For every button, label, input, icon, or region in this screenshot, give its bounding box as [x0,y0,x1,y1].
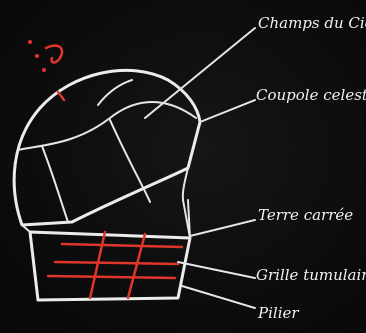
dome-segment-3 [110,120,150,202]
grid-line-v2 [128,234,145,298]
grid-line-h3 [48,276,175,278]
leader-terre-carree [190,220,255,236]
red-dot-1 [28,40,32,44]
leader-coupole-celeste [200,100,255,122]
leader-grille-tumulaire [178,262,255,278]
red-dot-3 [42,68,46,72]
red-marks [28,40,64,100]
leader-lines [145,28,255,308]
grid-line-h1 [62,244,182,247]
dome-segment-4 [98,80,132,105]
tumular-grid [48,232,182,298]
label-champs-du-ciel: Champs du Ciel [258,14,366,32]
leader-champs-du-ciel [145,28,255,118]
red-dot-2 [35,54,39,58]
grid-line-h2 [55,262,178,264]
red-mark-dome [58,92,64,100]
dome-segment-5 [183,168,188,200]
dome-segment-2 [42,146,68,222]
earth-box-front [30,232,190,300]
dome-segment-1 [18,102,196,150]
label-pilier: Pilier [257,304,299,322]
leader-pilier [182,286,255,308]
grid-line-v1 [90,232,105,298]
label-terre-carree: Terre carrée [258,206,353,224]
label-coupole-celeste: Coupole celeste [256,86,366,104]
red-arc [46,46,62,63]
label-grille-tumulaire: Grille tumulaire [256,266,366,284]
